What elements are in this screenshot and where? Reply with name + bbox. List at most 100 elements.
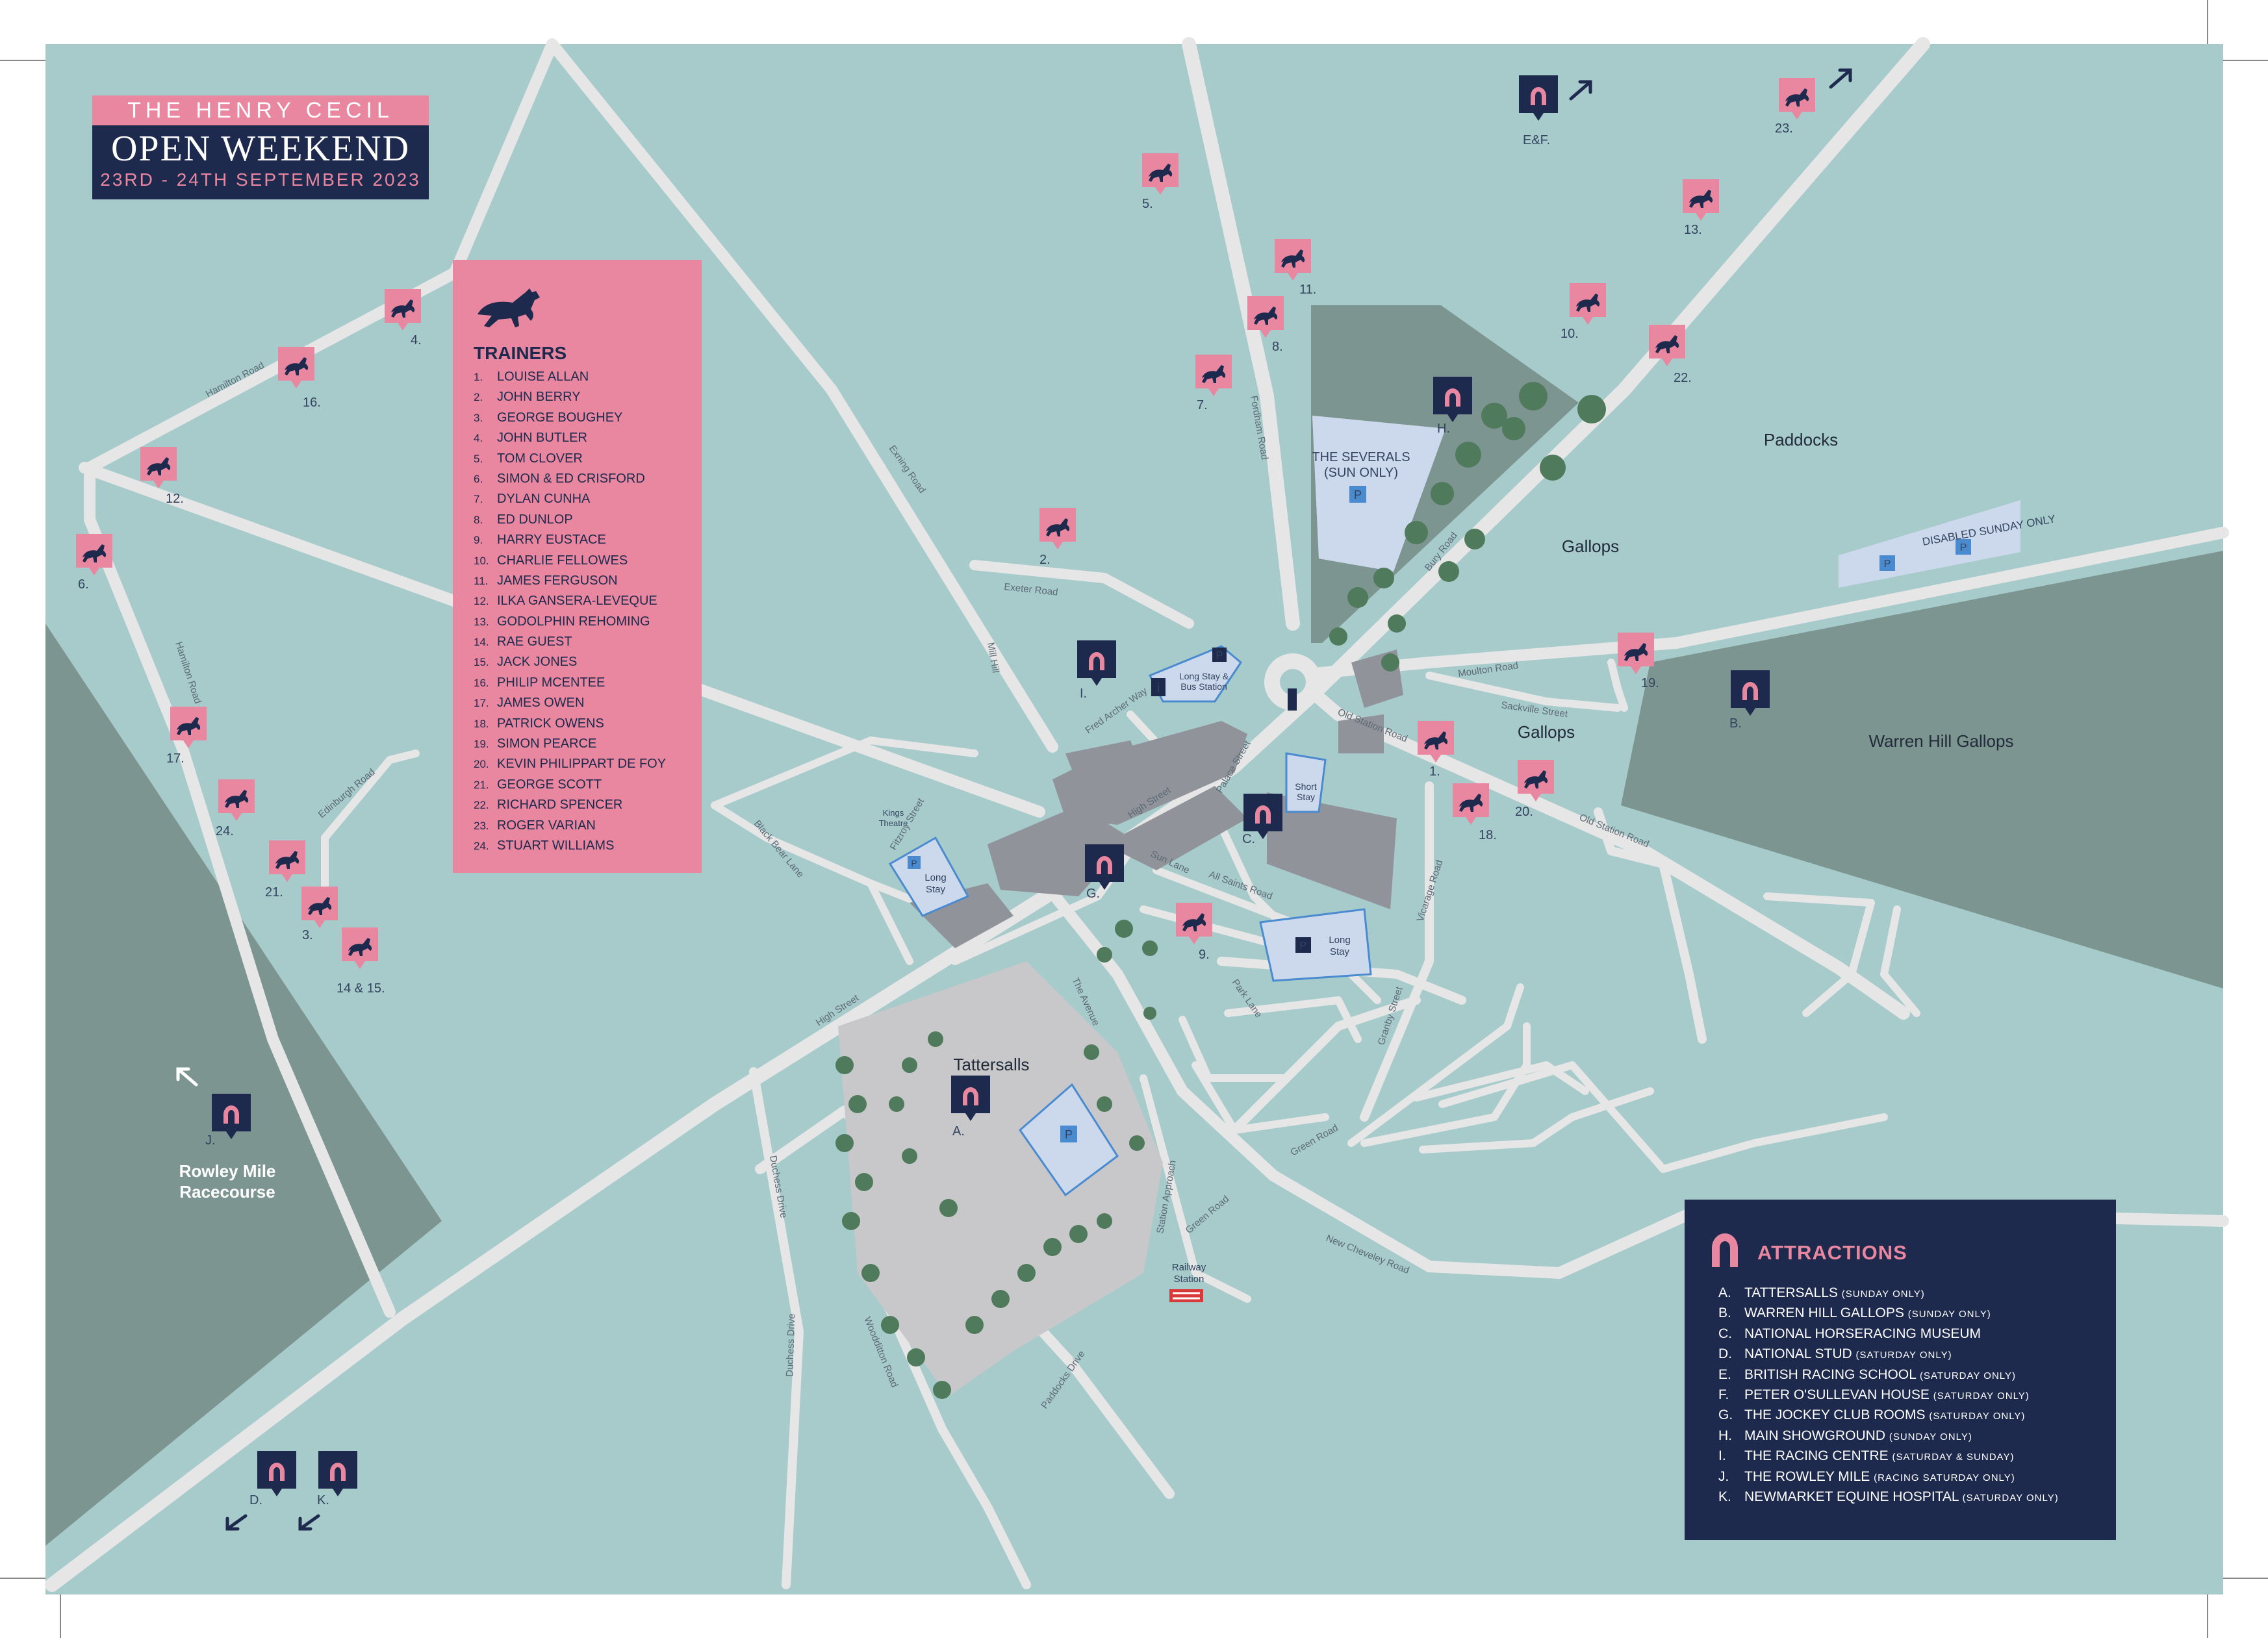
trainer-list-item: 21.GEORGE SCOTT: [474, 775, 666, 795]
trainer-marker[interactable]: 3.: [301, 887, 338, 942]
trainer-number: 23.: [474, 819, 489, 832]
svg-text:6.: 6.: [78, 577, 89, 592]
svg-text:2.: 2.: [1039, 553, 1051, 567]
trainer-name: JOHN BERRY: [497, 390, 581, 405]
arrow-ne-icon: [1569, 80, 1592, 101]
parking-label: P: [1354, 488, 1362, 501]
attraction-letter: J.: [1718, 1468, 1729, 1484]
trainer-number: 15.: [474, 656, 489, 669]
trainer-marker[interactable]: 23.: [1775, 78, 1815, 136]
attraction-marker-k[interactable]: K.: [317, 1451, 357, 1507]
trainer-marker[interactable]: 18.: [1453, 783, 1497, 842]
attraction-name: BRITISH RACING SCHOOL: [1744, 1367, 1917, 1382]
attraction-letter: C.: [1718, 1326, 1732, 1341]
attraction-marker-c[interactable]: C.: [1242, 794, 1282, 846]
trainer-list-item: 10.CHARLIE FELLOWES: [474, 551, 666, 571]
trainer-name: SIMON PEARCE: [497, 737, 597, 751]
attraction-marker-j[interactable]: J.: [205, 1094, 251, 1148]
svg-text:22.: 22.: [1674, 371, 1692, 385]
trainer-marker[interactable]: 20.: [1515, 760, 1554, 819]
trainer-marker[interactable]: 11.: [1275, 239, 1316, 297]
trainer-list-item: 12.ILKA GANSERA-LEVEQUE: [474, 591, 666, 611]
svg-text:Long Stay &: Long Stay &: [1179, 671, 1229, 681]
horse-icon: [478, 288, 540, 327]
trainer-list-item: 13.GODOLPHIN REHOMING: [474, 612, 666, 632]
trainer-marker[interactable]: 21.: [265, 840, 305, 900]
trainer-list-item: 5.TOM CLOVER: [474, 449, 666, 469]
trainer-name: PHILIP MCENTEE: [497, 675, 605, 690]
trainer-marker[interactable]: 1.: [1418, 721, 1454, 779]
attraction-letter: I.: [1718, 1448, 1726, 1464]
trainer-marker[interactable]: 9.: [1176, 903, 1212, 962]
arrow-nw-icon: [176, 1067, 198, 1087]
svg-text:Short: Short: [1295, 781, 1317, 792]
attraction-name: NATIONAL STUD: [1744, 1346, 1852, 1362]
severals-label: THE SEVERALS: [1312, 450, 1410, 464]
trees: [835, 382, 1606, 1399]
svg-text:Theatre: Theatre: [879, 818, 908, 828]
trainer-marker[interactable]: 4.: [385, 289, 422, 347]
svg-text:12.: 12.: [166, 492, 184, 506]
svg-text:P: P: [1884, 559, 1891, 570]
trainer-marker[interactable]: 10.: [1561, 283, 1606, 341]
attraction-list-item: G.THE JOCKEY CLUB ROOMS (SATURDAY ONLY): [1718, 1405, 2059, 1425]
trainer-marker[interactable]: 24.: [216, 779, 255, 838]
attraction-marker-a[interactable]: A.: [951, 1076, 990, 1139]
attraction-list-item: I.THE RACING CENTRE (SATURDAY & SUNDAY): [1718, 1446, 2059, 1466]
svg-text:P: P: [1216, 650, 1223, 661]
svg-text:Bus Station: Bus Station: [1180, 681, 1227, 692]
trainer-marker[interactable]: 16.: [278, 347, 321, 410]
attraction-list-item: D.NATIONAL STUD (SATURDAY ONLY): [1718, 1344, 2059, 1364]
svg-text:(SUN ONLY): (SUN ONLY): [1324, 466, 1398, 480]
svg-text:Stay: Stay: [1330, 946, 1350, 957]
trainer-name: CHARLIE FELLOWES: [497, 553, 628, 568]
attraction-list-item: B.WARREN HILL GALLOPS (SUNDAY ONLY): [1718, 1303, 2059, 1323]
trainer-marker[interactable]: 8.: [1247, 296, 1284, 354]
svg-text:21.: 21.: [265, 885, 283, 900]
svg-text:24.: 24.: [216, 824, 234, 838]
svg-text:8.: 8.: [1272, 340, 1283, 354]
trainer-marker[interactable]: 17.: [166, 707, 207, 766]
trainer-marker[interactable]: 5.: [1142, 153, 1179, 211]
trainer-number: 14.: [474, 636, 489, 649]
trainer-number: 16.: [474, 676, 489, 689]
kings-theatre-label: Kings: [883, 808, 904, 818]
svg-text:P: P: [1300, 940, 1307, 951]
attraction-name: MAIN SHOWGROUND: [1744, 1428, 1885, 1443]
attraction-marker-g[interactable]: G.: [1085, 844, 1124, 901]
trainer-name: GEORGE BOUGHEY: [497, 410, 623, 425]
trainer-list-item: 24.STUART WILLIAMS: [474, 836, 666, 856]
trainer-marker[interactable]: 12.: [140, 447, 184, 506]
attraction-letter: E.: [1718, 1367, 1731, 1382]
trainer-list-item: 1.LOUISE ALLAN: [474, 367, 666, 387]
trainer-marker[interactable]: 19.: [1618, 633, 1659, 690]
clock-tower-icon: [1288, 688, 1297, 711]
trainer-marker[interactable]: 7.: [1195, 355, 1232, 412]
tattersalls-grounds: [838, 961, 1163, 1396]
attraction-marker-ef[interactable]: E&F.: [1519, 75, 1558, 147]
arrow-ne-icon: [1829, 68, 1852, 89]
trainer-marker[interactable]: 13.: [1683, 179, 1719, 237]
trainer-number: 9.: [474, 534, 483, 547]
attraction-marker-d[interactable]: D.: [249, 1451, 296, 1507]
trainer-list-item: 9.HARRY EUSTACE: [474, 530, 666, 550]
trainer-marker[interactable]: 14 & 15.: [337, 927, 385, 996]
svg-text:Racecourse: Racecourse: [179, 1182, 275, 1202]
attraction-list-item: E.BRITISH RACING SCHOOL (SATURDAY ONLY): [1718, 1365, 2059, 1385]
trainer-number: 6.: [474, 472, 483, 485]
trainer-name: ED DUNLOP: [497, 512, 573, 527]
trainer-markers: 1. 2. 3. 4. 5. 6. 7. 8. 9. 10. 11. 12. 1…: [76, 78, 1815, 996]
svg-text:13.: 13.: [1684, 223, 1702, 237]
attraction-marker-b[interactable]: B.: [1729, 670, 1770, 731]
svg-text:A.: A.: [952, 1124, 965, 1139]
trainer-marker[interactable]: 22.: [1649, 325, 1692, 385]
trainer-marker[interactable]: 6.: [76, 534, 112, 592]
rowley-mile-area: [45, 624, 442, 1546]
trainer-marker[interactable]: 2.: [1039, 508, 1076, 567]
trainer-name: DYLAN CUNHA: [497, 492, 591, 507]
attraction-note: (SATURDAY & SUNDAY): [1892, 1452, 2015, 1463]
attraction-marker-h[interactable]: H.: [1433, 377, 1472, 436]
attraction-marker-i[interactable]: I.: [1077, 640, 1116, 701]
svg-text:23.: 23.: [1775, 121, 1793, 136]
